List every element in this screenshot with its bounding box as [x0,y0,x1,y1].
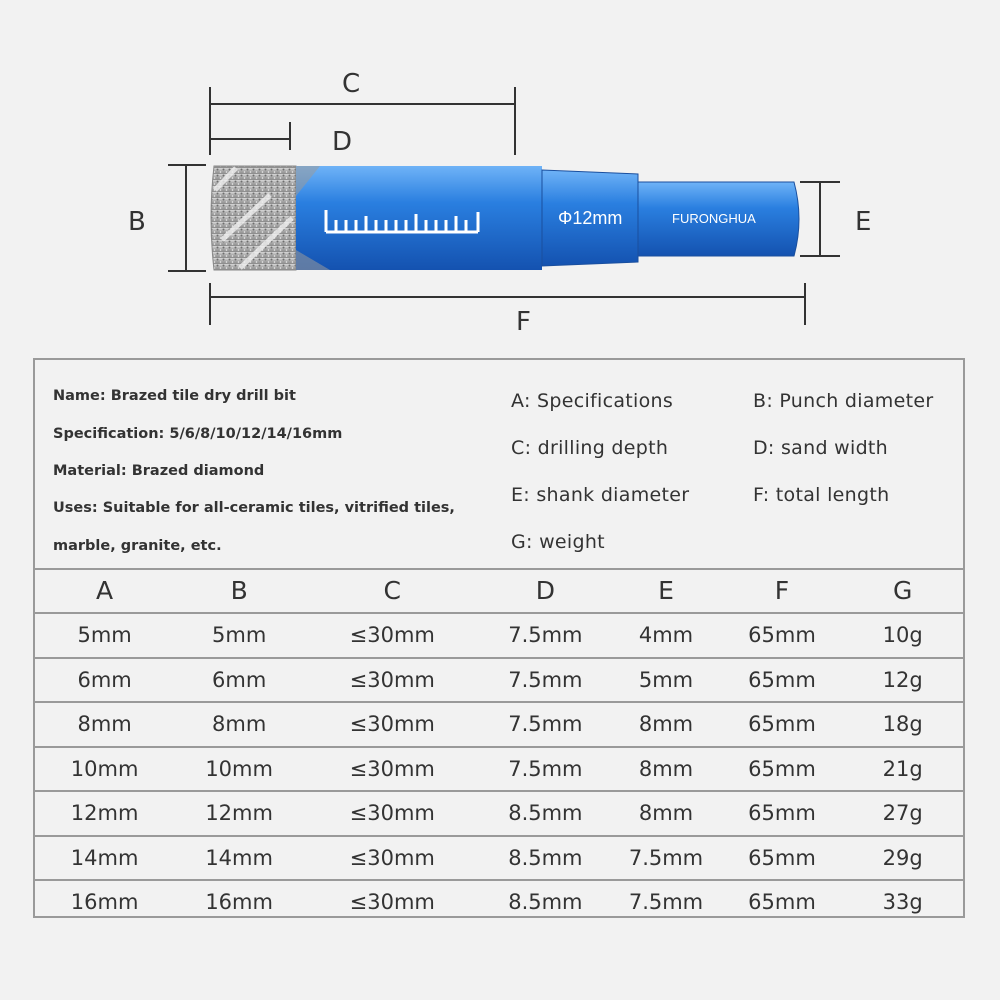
table-row: 16mm 16mm ≤30mm 8.5mm 7.5mm 65mm 33g [35,880,963,924]
product-uses-continued: marble, granite, etc. [53,538,222,554]
table-cell: 8mm [35,702,175,748]
table-cell: 8mm [610,746,722,792]
legend-c: C: drilling depth [511,437,669,459]
table-cell: ≤30mm [304,702,481,748]
table-cell: 4mm [610,613,722,659]
table-cell: 5mm [174,613,305,659]
table-cell: 8mm [610,791,722,837]
table-cell: 12g [842,657,963,703]
table-cell: 14mm [35,835,175,881]
table-cell: ≤30mm [304,657,481,703]
table-cell: 14mm [174,835,305,881]
table-cell: ≤30mm [304,613,481,659]
table-cell: 7.5mm [480,746,611,792]
table-row: 12mm 12mm ≤30mm 8.5mm 8mm 65mm 27g [35,791,963,837]
dimension-d [209,122,291,150]
bit-brand-marking: FURONGHUA [672,211,756,226]
product-material: Material: Brazed diamond [53,463,265,479]
table-cell: 8mm [174,702,305,748]
table-cell: 12mm [174,791,305,837]
product-name: Name: Brazed tile dry drill bit [53,388,296,404]
dimension-c [209,87,516,155]
table-cell: 21g [842,746,963,792]
table-cell: 16mm [70,890,139,915]
product-uses: Uses: Suitable for all-ceramic tiles, vi… [53,500,455,516]
table-row: 8mm 8mm ≤30mm 7.5mm 8mm 65mm 18g [35,702,963,748]
dimension-e [800,181,840,257]
table-cell: 65mm [721,791,843,837]
legend-d: D: sand width [753,437,889,459]
table-cell: 7.5mm [480,702,611,748]
table-cell: ≤30mm [304,835,481,881]
dimension-label-c: C [342,69,360,99]
specification-panel: Name: Brazed tile dry drill bit Specific… [33,358,965,918]
table-cell: 8.5mm [480,791,611,837]
column-header-f: F [721,568,843,614]
legend-g: G: weight [511,531,605,553]
column-header-g: G [842,568,963,614]
table-cell: ≤30mm [349,890,435,915]
table-cell: 27g [842,791,963,837]
table-header-row: A B C D E F G [35,568,963,614]
product-specification: Specification: 5/6/8/10/12/14/16mm [53,426,343,442]
dimension-f [209,283,806,325]
table-cell: 7.5mm [610,835,722,881]
column-header-c: C [304,568,481,614]
legend-f: F: total length [753,484,890,506]
table-cell: 65mm [721,835,843,881]
table-cell: 33g [882,890,923,915]
specification-table: A B C D E F G 5mm 5mm ≤30mm 7.5mm 4mm 65… [35,568,963,924]
table-cell: 7.5mm [480,657,611,703]
table-cell: 7.5mm [628,890,704,915]
table-cell: 65mm [721,746,843,792]
table-cell: 6mm [35,657,175,703]
drill-bit-dimension-diagram: C D B E F [128,69,871,337]
dimension-b [168,164,206,272]
table-row: 5mm 5mm ≤30mm 7.5mm 4mm 65mm 10g [35,613,963,659]
product-info-area: Name: Brazed tile dry drill bit Specific… [35,360,963,570]
table-cell: ≤30mm [304,791,481,837]
legend-e: E: shank diameter [511,484,690,506]
table-cell: 8.5mm [508,890,583,915]
table-cell: 10g [842,613,963,659]
table-cell: 18g [842,702,963,748]
table-cell: 5mm [35,613,175,659]
table-cell: 65mm [721,657,843,703]
drill-bit [210,165,800,271]
dimension-label-b: B [128,207,146,237]
table-cell: ≤30mm [304,746,481,792]
table-cell: 16mm [205,890,273,915]
table-cell: 65mm [721,613,843,659]
column-header-e: E [610,568,722,614]
table-cell: 10mm [35,746,175,792]
table-cell: 5mm [610,657,722,703]
table-row: 10mm 10mm ≤30mm 7.5mm 8mm 65mm 21g [35,746,963,792]
table-cell: 6mm [174,657,305,703]
table-row: 14mm 14mm ≤30mm 8.5mm 7.5mm 65mm 29g [35,835,963,881]
table-cell: 65mm [748,890,816,915]
table-cell: 12mm [35,791,175,837]
dimension-label-e: E [855,207,871,237]
column-header-d: D [480,568,611,614]
legend-a: A: Specifications [511,390,674,412]
table-cell: 8mm [610,702,722,748]
legend-b: B: Punch diameter [753,390,934,412]
bit-diameter-marking: Φ12mm [558,208,622,228]
column-header-a: A [35,568,175,614]
table-row: 6mm 6mm ≤30mm 7.5mm 5mm 65mm 12g [35,657,963,703]
table-cell: 7.5mm [480,613,611,659]
table-cell: 10mm [174,746,305,792]
table-cell: 8.5mm [480,835,611,881]
dimension-label-d: D [332,127,352,157]
dimension-label-f: F [516,307,531,337]
column-header-b: B [174,568,305,614]
table-cell: 29g [842,835,963,881]
table-cell: 65mm [721,702,843,748]
